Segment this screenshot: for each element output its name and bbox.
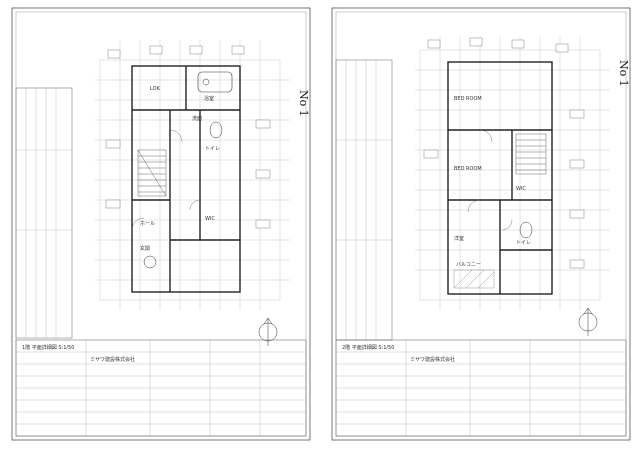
room-label: BED ROOM bbox=[454, 96, 482, 102]
room-label: 洗面 bbox=[192, 115, 202, 122]
sheet-title: 1階 平面詳細図 S:1/50 bbox=[22, 344, 74, 351]
room-label: 浴室 bbox=[204, 95, 214, 102]
page-mark: No 1 bbox=[297, 90, 310, 117]
room-label: バルコニー bbox=[456, 262, 481, 268]
floor-plan-drawing: 2階 平面詳細図 S:1/50 ミサワ建設株式会社 BED ROOM BED R… bbox=[331, 7, 631, 441]
room-label: BED ROOM bbox=[454, 166, 482, 172]
room-label: WIC bbox=[516, 186, 526, 192]
page-mark: No 1 bbox=[617, 60, 630, 87]
drawing-sheet-left: 1階 平面詳細図 S:1/50 ミサワ建設株式会社 LDK 洗面 浴室 玄関 ホ… bbox=[11, 7, 311, 441]
sheet-title: 2階 平面詳細図 S:1/50 bbox=[342, 344, 394, 351]
north-arrow-icon bbox=[258, 317, 278, 346]
room-label: ホール bbox=[140, 221, 155, 227]
room-label: 洋室 bbox=[454, 235, 464, 242]
company-name: ミサワ建設株式会社 bbox=[410, 356, 455, 363]
north-arrow-icon bbox=[578, 307, 598, 336]
room-label: WIC bbox=[205, 216, 215, 222]
room-label: 玄関 bbox=[140, 245, 150, 252]
room-label: LDK bbox=[150, 86, 161, 92]
floor-plan-drawing: 1階 平面詳細図 S:1/50 ミサワ建設株式会社 LDK 洗面 浴室 玄関 ホ… bbox=[11, 7, 311, 441]
room-label: トイレ bbox=[516, 240, 531, 246]
drawing-sheet-right: 2階 平面詳細図 S:1/50 ミサワ建設株式会社 BED ROOM BED R… bbox=[320, 0, 640, 452]
company-name: ミサワ建設株式会社 bbox=[90, 356, 135, 363]
room-label: トイレ bbox=[205, 146, 220, 152]
